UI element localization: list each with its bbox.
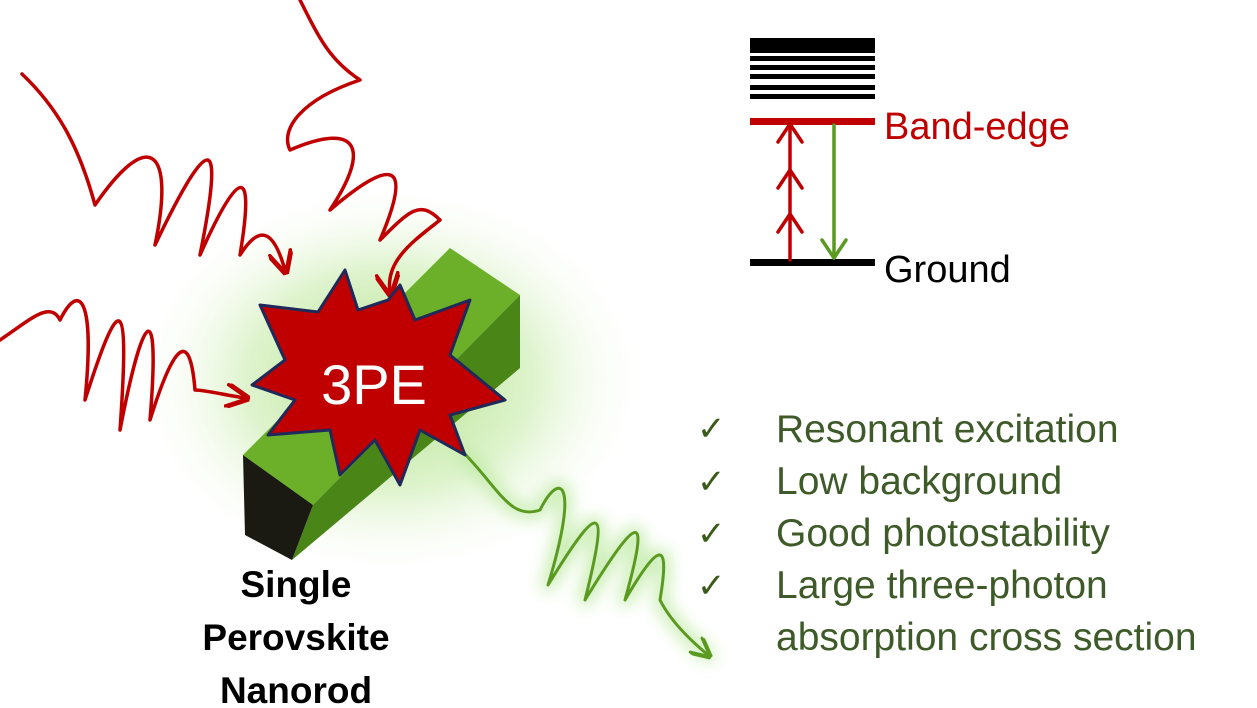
feature-item-4-line-1: Large three-photon [776, 564, 1108, 607]
feature-item-1: Resonant excitation [776, 408, 1119, 451]
emission-photon [456, 445, 715, 662]
burst-label: 3PE [321, 353, 427, 416]
band-edge-level [750, 118, 875, 125]
nanorod-caption: Single Perovskite Nanorod [202, 564, 389, 708]
excitation-wave-1 [20, 72, 285, 270]
nanorod-label-line-2: Perovskite [202, 617, 389, 658]
nanorod-label-line-3: Nanorod [220, 670, 372, 708]
three-photon-excitation-burst: 3PE [250, 268, 507, 487]
energy-level-diagram: Band-edge Ground [750, 38, 1070, 291]
excitation-wave-2 [285, 0, 442, 292]
check-icon: ✓ [697, 410, 726, 448]
emission-arrow [820, 123, 848, 260]
check-icon: ✓ [697, 567, 726, 605]
ground-level [750, 259, 875, 266]
check-icon: ✓ [697, 463, 726, 501]
excitation-photons [0, 0, 442, 432]
feature-item-4-line-2: absorption cross section [776, 616, 1197, 659]
check-icon: ✓ [697, 515, 726, 553]
excitation-wave-3 [0, 299, 245, 432]
ground-label: Ground [884, 249, 1011, 291]
feature-checklist: ✓ Resonant excitation ✓ Low background ✓… [697, 408, 1197, 659]
feature-item-3: Good photostability [776, 512, 1110, 555]
higher-energy-levels [750, 38, 875, 99]
burst-shape [250, 268, 507, 487]
band-edge-label: Band-edge [884, 106, 1070, 148]
feature-item-2: Low background [776, 460, 1062, 503]
nanorod-end-face [243, 455, 313, 560]
nanorod-label-line-1: Single [240, 564, 351, 605]
absorption-arrows [776, 121, 804, 262]
emission-wave [461, 450, 708, 655]
